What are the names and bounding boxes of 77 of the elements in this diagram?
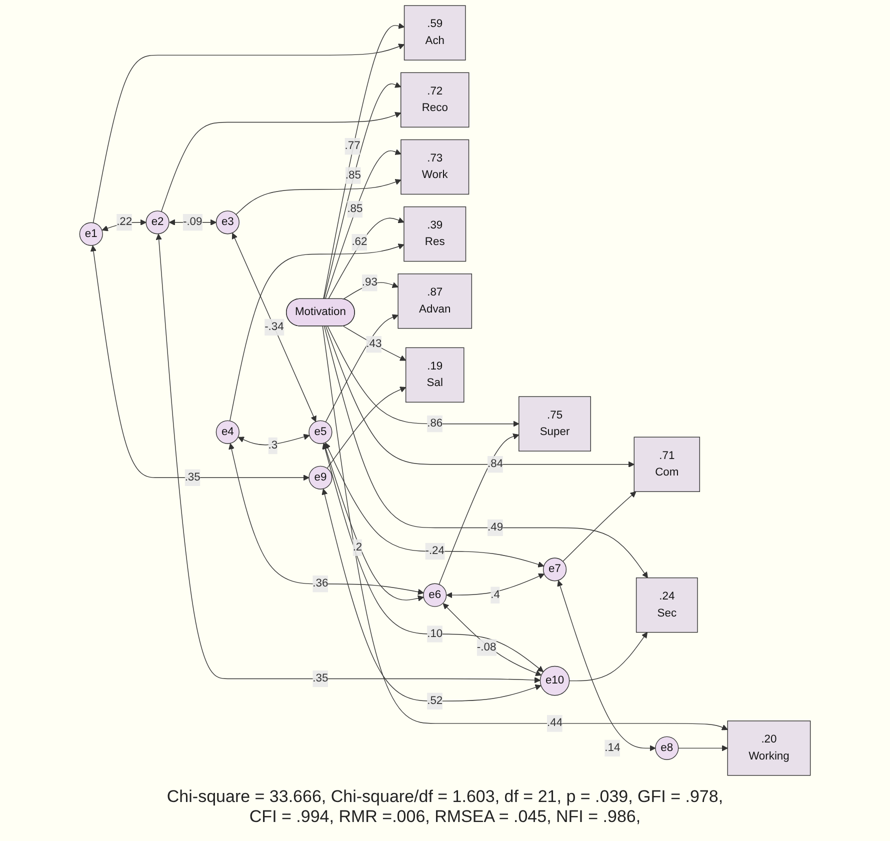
arrow	[324, 326, 648, 578]
edge-label: .77	[344, 140, 360, 152]
arrow	[90, 245, 310, 481]
node-circle: e8	[655, 736, 679, 760]
node-circle: e4	[216, 420, 240, 444]
node-box: .71 Com	[634, 436, 700, 492]
arrow	[160, 112, 402, 212]
node-box: .75 Super	[518, 396, 591, 452]
node-circle: e7	[542, 558, 567, 582]
edge-label: .49	[488, 521, 504, 534]
arrow	[325, 314, 398, 422]
node-circle: e6	[423, 583, 447, 607]
node-box: .39 Res	[404, 206, 466, 262]
arrow	[232, 232, 316, 422]
arrow	[342, 282, 398, 300]
arrow	[678, 745, 728, 752]
arrow	[322, 326, 728, 730]
node-box: .20 Working	[727, 720, 811, 776]
edge-label: .43	[366, 338, 382, 350]
node-box: .87 Advan	[398, 274, 472, 329]
node-circle: e1	[79, 222, 103, 246]
edge-label: .86	[427, 418, 443, 430]
node-circle: e3	[216, 210, 240, 234]
edge-label: .4	[490, 588, 500, 601]
arrow	[322, 443, 544, 672]
edge-label: -.24	[425, 544, 444, 557]
arrow	[228, 443, 424, 595]
edge-label: .52	[427, 694, 443, 707]
arrow	[328, 217, 404, 300]
edge-label: .93	[362, 276, 378, 288]
node-box: .59 Ach	[404, 5, 466, 60]
edge-label: -.34	[264, 320, 284, 333]
edge-label: .2	[352, 541, 362, 554]
arrow	[569, 632, 648, 682]
edge-label: .62	[352, 236, 368, 248]
arrow	[438, 433, 520, 585]
arrow	[325, 326, 634, 468]
edge-label: .10	[427, 628, 443, 640]
arrow	[156, 234, 540, 684]
node-box: .24 Sec	[636, 577, 698, 633]
arrow	[92, 44, 405, 224]
node-circle: e5	[308, 420, 332, 444]
fit-statistics-caption: Chi-square = 33.666, Chi-square/df = 1.603, df = 21, p = .039, GFI = .978, CFI = .994, RMR =.006, RMSEA = .045, NFI = .986,	[166, 787, 724, 827]
arrow	[238, 434, 310, 446]
arrow	[446, 573, 545, 598]
arrow	[562, 491, 636, 562]
node-circle: e2	[146, 210, 170, 234]
edge-label: -.09	[182, 216, 202, 228]
arrow	[557, 580, 656, 752]
edge-label: -.08	[476, 641, 496, 654]
edge-label: .36	[312, 578, 328, 590]
arrow	[326, 386, 406, 469]
arrow	[323, 22, 405, 300]
edge-label: .84	[488, 458, 504, 470]
arrow	[236, 179, 402, 215]
arrow	[327, 326, 520, 427]
edge-label: .44	[547, 717, 563, 730]
arrow	[324, 149, 402, 300]
node-box: .72 Reco	[400, 72, 470, 128]
edge-label: .22	[116, 216, 132, 228]
edge-label: .35	[184, 471, 200, 484]
edge-label: .85	[345, 169, 361, 182]
node-circle: e9	[308, 466, 332, 490]
arrow	[230, 244, 404, 422]
edge-label: .3	[268, 440, 278, 452]
edge-label: .35	[312, 672, 328, 684]
arrow	[325, 442, 544, 568]
arrow	[322, 488, 542, 702]
node-box: .19 Sal	[405, 347, 464, 403]
node-box: .73 Work	[400, 139, 470, 195]
arrow	[442, 603, 542, 676]
arrow	[324, 82, 402, 300]
edge-label: .85	[347, 203, 363, 215]
node-circle: e10	[540, 666, 570, 696]
arrow	[342, 326, 406, 361]
edge-label: .14	[604, 742, 620, 754]
arrow	[322, 443, 424, 602]
